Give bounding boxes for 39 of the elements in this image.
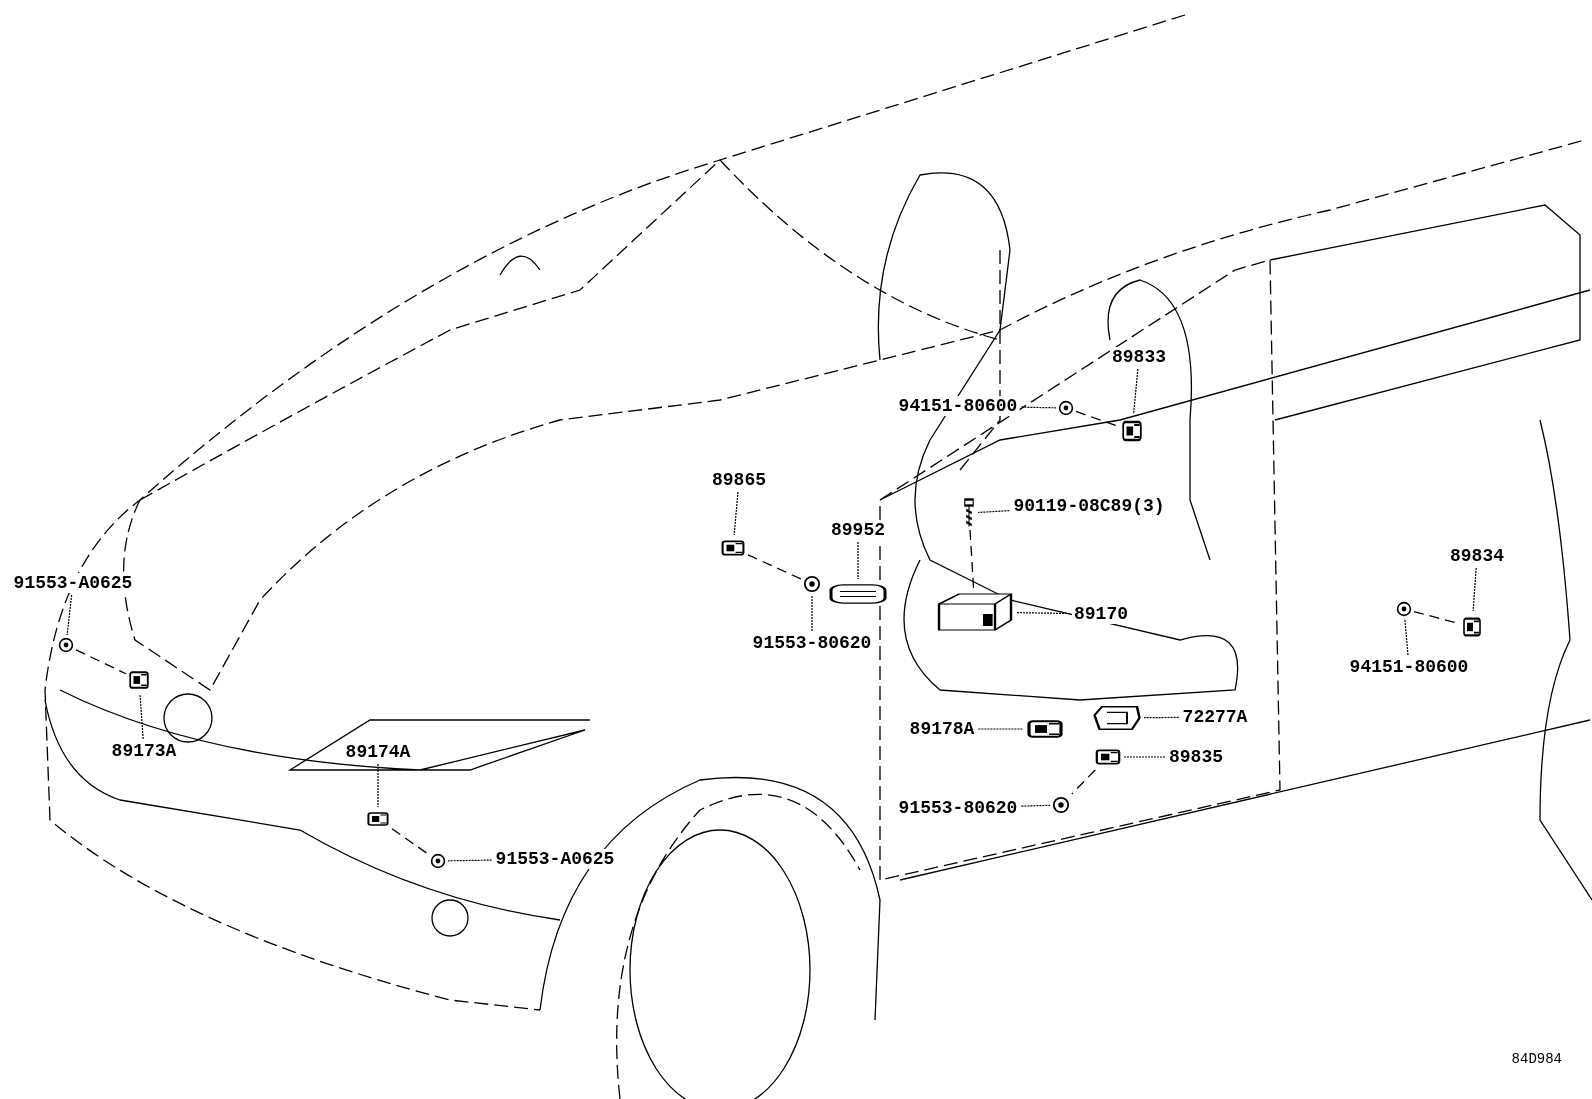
bolt-icon [430, 853, 446, 869]
installation-line [1071, 769, 1096, 795]
part-number: 89952 [829, 520, 887, 540]
leader-line [1472, 567, 1477, 612]
leader-line [977, 510, 1010, 514]
part-number: 94151-80600 [896, 396, 1020, 416]
leader-line [857, 541, 859, 580]
leader-line [733, 491, 739, 536]
leader-line [377, 763, 379, 808]
control-unit-drawing [935, 592, 1015, 632]
leader-line [811, 594, 813, 632]
leader-line [1133, 368, 1139, 415]
bolt-icon [1058, 400, 1074, 416]
leader-line [139, 694, 144, 740]
leader-line [977, 728, 1024, 730]
leader-line [1143, 716, 1180, 719]
part-number: 91553-A0625 [11, 573, 135, 593]
leader-line [1020, 406, 1057, 409]
leader-line [1016, 612, 1071, 615]
bolt-icon [1052, 796, 1070, 814]
installation-line [391, 828, 429, 855]
installation-line [75, 649, 127, 675]
leader-line [66, 594, 73, 636]
bracket-drawing [1092, 704, 1142, 732]
installation-line [969, 529, 975, 591]
bolt-icon [1396, 601, 1412, 617]
leader-line [1020, 804, 1051, 807]
part-number: 91553-A0625 [493, 849, 617, 869]
part-number: 89170 [1072, 604, 1130, 624]
bolt-icon [803, 575, 821, 593]
leader-line [447, 859, 493, 862]
installation-line [747, 554, 802, 580]
bolt-icon [58, 637, 74, 653]
drawing-code: 84D984 [1511, 1051, 1562, 1067]
screw-icon [962, 498, 976, 528]
leader-line [1404, 618, 1409, 656]
sensor-drawing [828, 581, 888, 607]
leader-line [1123, 756, 1166, 758]
sensor-drawing [366, 809, 390, 829]
